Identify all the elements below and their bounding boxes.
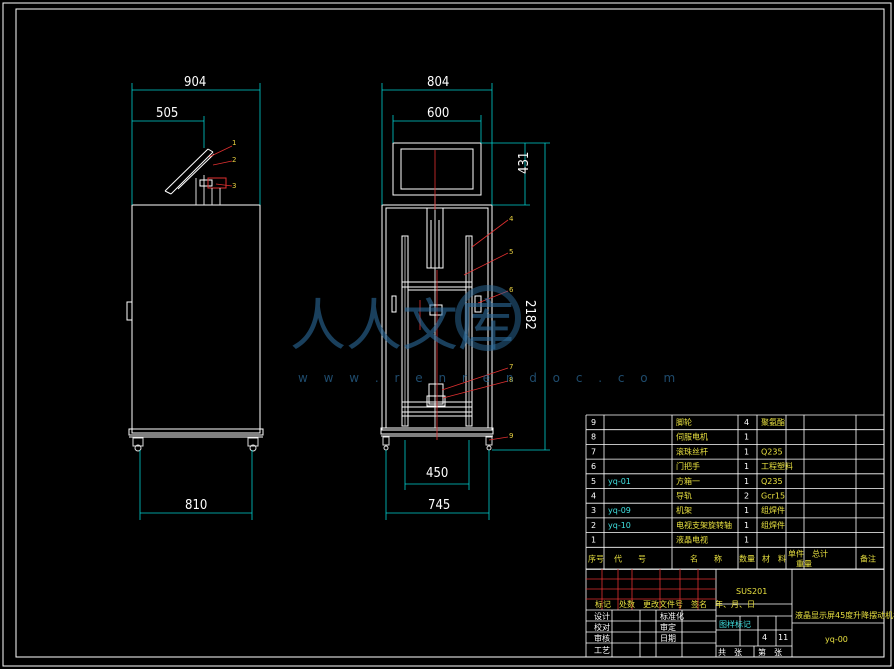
title-drawing-number: yq-00 — [825, 635, 848, 644]
bom-header-no: 序号 — [588, 553, 604, 563]
bom-cell-code: yq-01 — [608, 477, 631, 486]
dim-right-screen: 600 — [427, 106, 449, 121]
bom-cell-code: yq-10 — [608, 521, 631, 530]
title-reviewer: 审核 — [594, 633, 610, 643]
balloon-1: 1 — [232, 139, 236, 147]
side-view — [126, 148, 264, 452]
dim-left-arm: 505 — [156, 106, 178, 121]
title-qty-b: 11 — [778, 633, 788, 642]
watermark-url: w w w . r e n r e n d o c . c o m — [298, 371, 681, 385]
bom-cell-material: 组焊件 — [761, 505, 785, 515]
front-view-centerlines — [419, 150, 438, 440]
dim-right-inner: 450 — [426, 466, 448, 481]
bom-cell-no: 3 — [591, 506, 596, 515]
drawing-inner-frame — [15, 8, 885, 658]
title-checker: 校对 — [594, 622, 610, 632]
bom-cell-qty: 2 — [744, 492, 749, 501]
balloon-2: 2 — [232, 156, 236, 164]
title-block — [585, 568, 885, 658]
bom-header-material: 材 料 — [762, 553, 786, 563]
bom-cell-name: 机架 — [676, 505, 692, 515]
title-block-left-grid — [586, 569, 716, 657]
dim-right-base: 745 — [428, 498, 450, 513]
bom-cell-no: 8 — [591, 433, 596, 442]
bom-cell-no: 4 — [591, 492, 596, 501]
title-sheet-total: 共 张 — [718, 648, 742, 657]
bom-cell-qty: 1 — [744, 447, 749, 456]
bom-cell-name: 伺服电机 — [676, 432, 708, 442]
side-view-dimensions — [131, 83, 261, 520]
bom-cell-name: 滚珠丝杆 — [676, 446, 708, 456]
bom-header-single: 单件 — [788, 548, 804, 558]
bom-cell-qty: 1 — [744, 477, 749, 486]
dim-right-overall: 804 — [427, 75, 449, 90]
bom-cell-name: 方箱一 — [676, 476, 700, 486]
balloon-3: 3 — [232, 182, 236, 190]
title-process: 工艺 — [594, 646, 610, 655]
bom-header-remark: 备注 — [860, 553, 876, 563]
balloon-8: 8 — [509, 376, 513, 384]
title-material-code: SUS201 — [736, 587, 767, 596]
bom-cell-no: 2 — [591, 521, 596, 530]
title-designer: 设计 — [594, 611, 610, 621]
dim-height-total: 2182 — [522, 300, 537, 330]
bom-cell-name: 导轨 — [676, 491, 692, 501]
bom-cell-qty: 1 — [744, 462, 749, 471]
bom-header-total: 总计 — [812, 548, 828, 558]
bom-cell-material: Q235 — [761, 447, 783, 456]
bom-cell-no: 6 — [591, 462, 596, 471]
bom-cell-material: Gcr15 — [761, 492, 785, 501]
bom-cell-no: 9 — [591, 418, 596, 427]
bom-cell-material: Q235 — [761, 477, 783, 486]
title-scale-label: 图样标记 — [719, 619, 751, 629]
title-marks-row: 标记 处数 更改文件号 签名 年、月、日 — [595, 599, 755, 609]
bom-cell-qty: 1 — [744, 536, 749, 545]
bom-cell-material: 聚氨酯 — [761, 417, 785, 427]
bom-cell-no: 5 — [591, 477, 596, 486]
bom-cell-qty: 4 — [744, 418, 749, 427]
bom-cell-code: yq-09 — [608, 506, 631, 515]
title-drawing-name: 液晶显示屏45度升降摆动机构 — [795, 610, 894, 620]
title-sheet-no: 第 张 — [758, 647, 782, 657]
bom-header-qty: 数量 — [739, 553, 755, 563]
front-view-dimensions — [381, 83, 550, 520]
bom-header-weight: 重量 — [796, 558, 812, 568]
bom-header-name: 名 称 — [690, 553, 722, 563]
balloon-5: 5 — [509, 248, 513, 256]
bom-cell-name: 电视支架旋转轴 — [676, 520, 732, 530]
bom-cell-material: 工程塑料 — [761, 461, 793, 471]
bom-cell-qty: 1 — [744, 506, 749, 515]
title-date: 日期 — [660, 634, 676, 643]
balloon-7: 7 — [509, 363, 513, 371]
bom-cell-name: 液晶电视 — [676, 535, 708, 545]
bom-cell-no: 7 — [591, 447, 596, 456]
dim-left-overall: 904 — [184, 75, 206, 90]
bom-cell-name: 门把手 — [676, 461, 700, 471]
dim-left-base: 810 — [185, 498, 207, 513]
title-std: 标准化 — [660, 611, 684, 621]
balloon-6: 6 — [509, 286, 514, 294]
balloon-9: 9 — [509, 432, 513, 440]
dim-height-screen: 431 — [517, 152, 532, 174]
side-view-leaders — [208, 145, 233, 187]
title-approve: 审定 — [660, 622, 676, 632]
bom-cell-material: 组焊件 — [761, 520, 785, 530]
title-qty-a: 4 — [762, 633, 767, 642]
bom-header-code: 代 号 — [614, 553, 646, 563]
bom-cell-no: 1 — [591, 536, 596, 545]
bom-cell-name: 脚轮 — [676, 417, 692, 427]
balloon-4: 4 — [509, 215, 514, 223]
bom-cell-qty: 1 — [744, 433, 749, 442]
watermark: 人人文库 w w w . r e n r e n d o c . c o m — [290, 285, 681, 385]
bom-cell-qty: 1 — [744, 521, 749, 530]
